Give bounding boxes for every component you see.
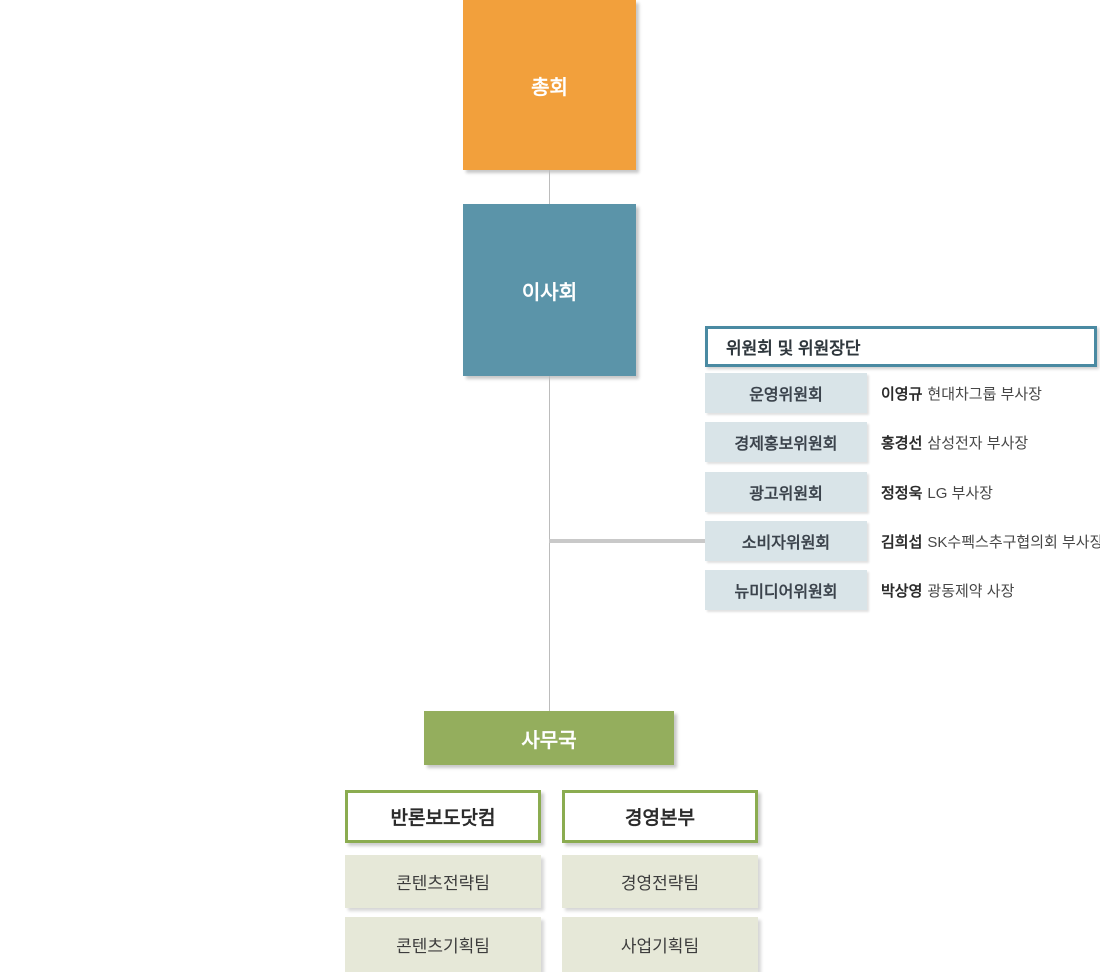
committee-chair-new-media: 박상영 광동제약 사장 [881, 570, 1100, 610]
chair-title: 현대차그룹 부사장 [927, 385, 1042, 403]
secretariat-box: 사무국 [424, 711, 674, 765]
committee-panel-title: 위원회 및 위원장단 [726, 339, 861, 358]
committee-chair-operating: 이영규 현대차그룹 부사장 [881, 373, 1100, 413]
committee-panel-header: 위원회 및 위원장단 [705, 326, 1097, 367]
committee-box-operating: 운영위원회 [705, 373, 867, 413]
committee-chair-advertising: 정정욱 LG 부사장 [881, 472, 1100, 512]
board-of-directors-box: 이사회 [463, 204, 636, 376]
secretariat-label: 사무국 [521, 729, 577, 752]
general-assembly-label: 총회 [531, 76, 568, 99]
board-of-directors-label: 이사회 [521, 281, 578, 304]
connector-board-secretariat [549, 376, 550, 711]
team-management-strategy-box: 경영전략팀 [562, 855, 758, 908]
connector-committee-branch [549, 539, 705, 543]
chair-title: 삼성전자 부사장 [927, 434, 1029, 452]
committee-box-consumer: 소비자위원회 [705, 521, 867, 561]
team-content-planning-box: 콘텐츠기획팀 [345, 917, 541, 972]
connector-assembly-board [549, 170, 550, 204]
committee-chair-consumer: 김희섭 SK수펙스추구협의회 부사장 [881, 521, 1100, 561]
team-business-planning-box: 사업기획팀 [562, 917, 758, 972]
chair-name: 박상영 [881, 582, 923, 600]
chair-name: 이영규 [881, 385, 923, 403]
committee-box-economic-pr: 경제홍보위원회 [705, 422, 867, 462]
chair-title: SK수펙스추구협의회 부사장 [927, 533, 1100, 551]
division-banronbodo-box: 반론보도닷컴 [345, 790, 541, 843]
committee-box-advertising: 광고위원회 [705, 472, 867, 512]
chair-name: 홍경선 [881, 434, 923, 452]
chair-title: LG 부사장 [927, 484, 993, 502]
committee-chair-economic-pr: 홍경선 삼성전자 부사장 [881, 422, 1100, 462]
chair-name: 정정욱 [881, 484, 923, 502]
team-content-strategy-box: 콘텐츠전략팀 [345, 855, 541, 908]
chair-name: 김희섭 [881, 533, 923, 551]
chair-title: 광동제약 사장 [927, 582, 1015, 600]
committee-box-new-media: 뉴미디어위원회 [705, 570, 867, 610]
general-assembly-box: 총회 [463, 0, 636, 170]
division-management-hq-box: 경영본부 [562, 790, 758, 843]
